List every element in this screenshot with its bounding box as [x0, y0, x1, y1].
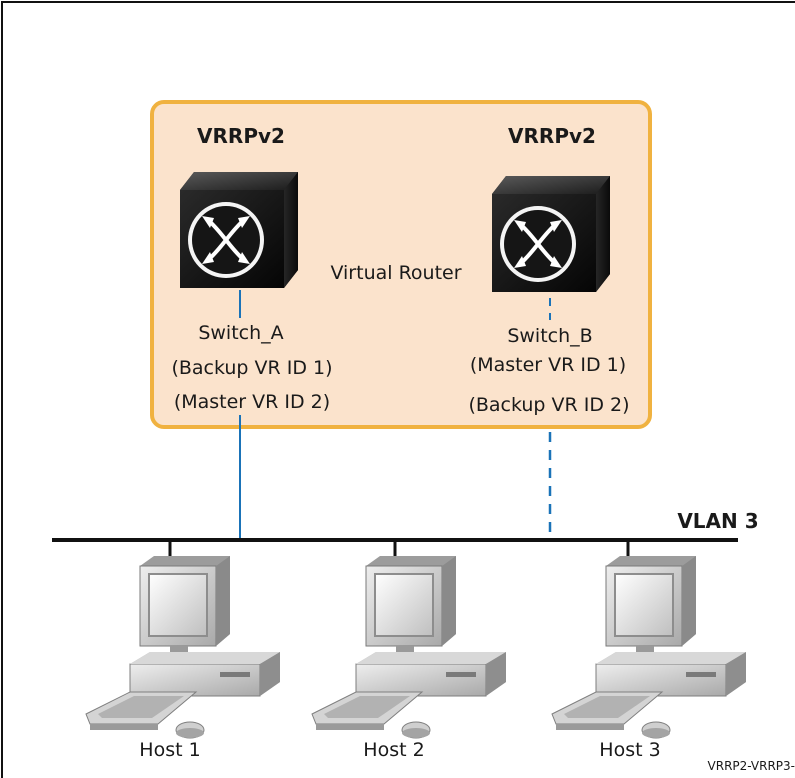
switch-a-role-2: (Master VR ID 2)	[174, 391, 330, 413]
host-2: Host 2	[311, 555, 507, 761]
switch-b-name: Switch_B	[507, 325, 592, 347]
host-2-label: Host 2	[363, 739, 424, 761]
switch-a-protocol: VRRPv2	[197, 124, 285, 148]
host-3-label: Host 3	[599, 739, 660, 761]
switch-icon	[490, 174, 612, 294]
virtual-router-label: Virtual Router	[330, 262, 461, 284]
switch-b-protocol: VRRPv2	[508, 124, 596, 148]
switch-b-role-2: (Backup VR ID 2)	[468, 394, 629, 416]
figure-id: VRRP2-VRRP3-	[708, 759, 795, 773]
switch-a: VRRPv2 Switch_A (Backup VR ID 1) (Master…	[171, 124, 332, 413]
host-3: Host 3	[551, 555, 747, 761]
host-1: Host 1	[85, 555, 281, 761]
switch-b-role-1: (Master VR ID 1)	[470, 354, 626, 376]
vlan-label: VLAN 3	[677, 509, 758, 533]
host-1-label: Host 1	[139, 739, 200, 761]
switch-a-role-1: (Backup VR ID 1)	[171, 357, 332, 379]
switch-b: VRRPv2 Switch_B (Master VR ID 1) (Backup…	[468, 124, 629, 416]
switch-icon	[178, 170, 300, 290]
switch-a-name: Switch_A	[198, 322, 283, 344]
